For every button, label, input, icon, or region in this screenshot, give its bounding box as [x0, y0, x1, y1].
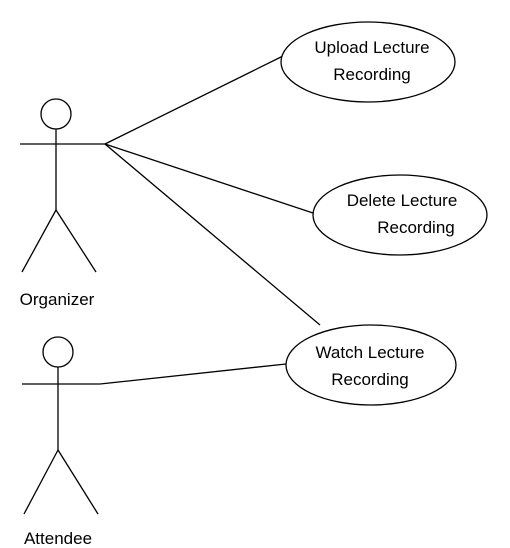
association-attendee-watch [99, 363, 287, 385]
use-case-upload: Upload Lecture Recording [280, 21, 456, 103]
attendee-left-leg [23, 449, 59, 515]
actor-attendee: Attendee [22, 336, 100, 548]
organizer-right-leg [55, 209, 97, 273]
use-case-delete: Delete Lecture Recording [312, 174, 488, 256]
upload-ellipse [280, 21, 456, 103]
delete-label-line-2: Recording [377, 218, 455, 237]
actor-organizer: Organizer [20, 98, 105, 309]
association-organizer-upload [104, 55, 284, 145]
attendee-right-leg [57, 449, 99, 515]
attendee-head [42, 336, 74, 368]
association-organizer-delete [104, 143, 314, 214]
organizer-label: Organizer [20, 290, 95, 309]
watch-label-line-1: Watch Lecture [316, 343, 425, 362]
upload-label-line-2: Recording [333, 65, 411, 84]
association-organizer-watch [104, 143, 321, 326]
use-case-watch: Watch Lecture Recording [285, 324, 457, 406]
delete-label-line-1: Delete Lecture [347, 191, 458, 210]
delete-ellipse [312, 174, 488, 256]
upload-label-line-1: Upload Lecture [314, 38, 429, 57]
watch-ellipse [285, 324, 457, 406]
organizer-left-leg [21, 209, 57, 273]
attendee-label: Attendee [24, 529, 92, 548]
organizer-head [40, 98, 72, 130]
watch-label-line-2: Recording [331, 370, 409, 389]
